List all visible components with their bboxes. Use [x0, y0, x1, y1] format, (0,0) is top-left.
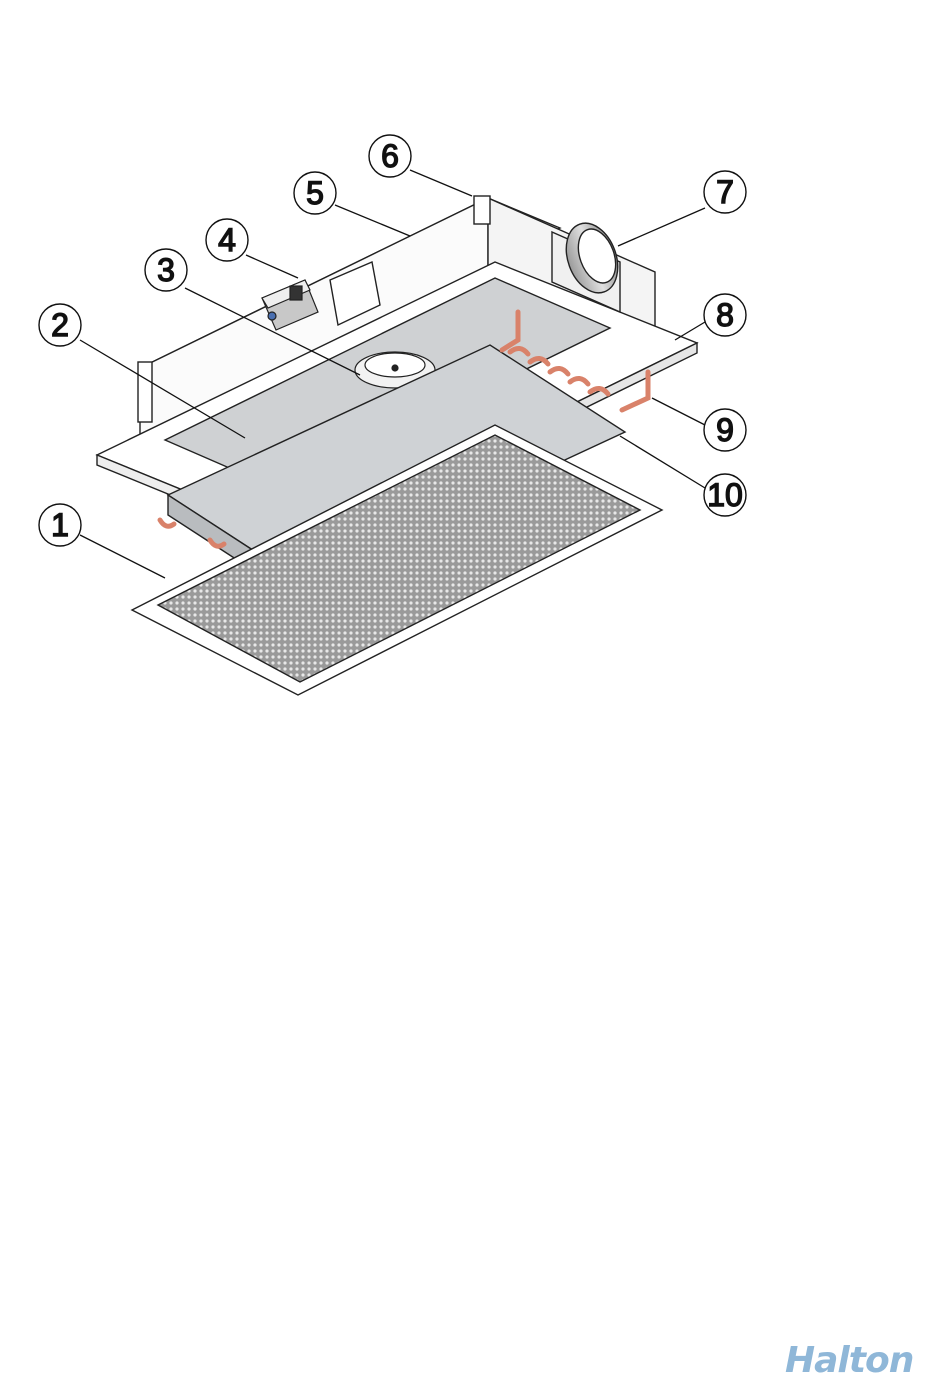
callout-3: 3	[145, 249, 187, 291]
leader-5	[335, 205, 410, 236]
callout-7-label: 7	[716, 174, 734, 210]
callout-10-label: 10	[707, 477, 743, 513]
leader-6	[410, 170, 472, 196]
callout-8: 8	[704, 294, 746, 336]
callout-4-label: 4	[218, 222, 236, 258]
callout-6-label: 6	[381, 138, 399, 174]
callout-7: 7	[704, 171, 746, 213]
callout-1-label: 1	[51, 507, 69, 543]
callout-6: 6	[369, 135, 411, 177]
callout-5-label: 5	[306, 175, 324, 211]
callout-9-label: 9	[716, 412, 734, 448]
hanger-bracket	[474, 196, 490, 224]
halton-logo: Halton	[785, 1340, 913, 1381]
callout-5: 5	[294, 172, 336, 214]
leader-4	[246, 255, 298, 278]
leader-8	[675, 322, 705, 340]
callout-2: 2	[39, 304, 81, 346]
callout-4: 4	[206, 219, 248, 261]
callout-10: 10	[704, 474, 746, 516]
leader-1	[80, 535, 165, 578]
callout-1: 1	[39, 504, 81, 546]
callout-3-label: 3	[157, 252, 175, 288]
leader-10	[620, 436, 705, 488]
leader-7	[618, 208, 705, 246]
callout-8-label: 8	[716, 297, 734, 333]
leader-9	[652, 398, 705, 425]
callout-2-label: 2	[51, 307, 69, 343]
callout-9: 9	[704, 409, 746, 451]
